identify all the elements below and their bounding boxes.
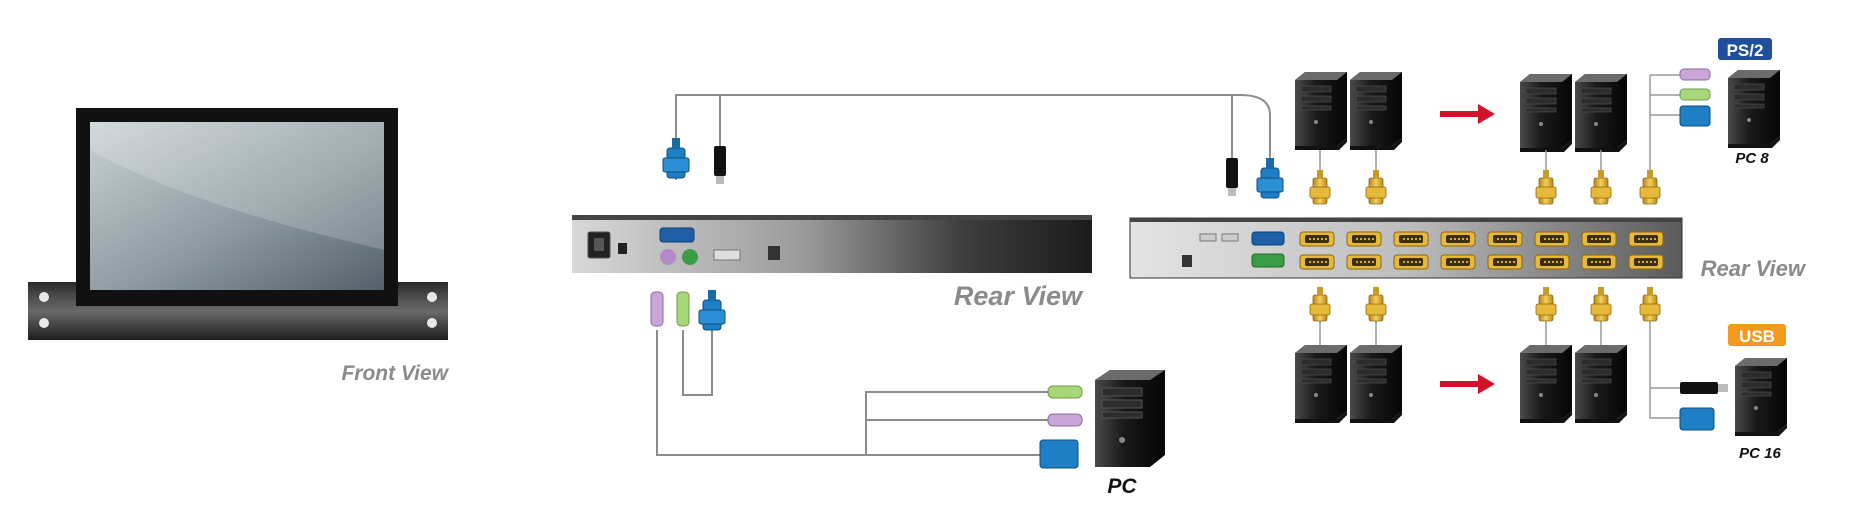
usb-connector-switch [1226,158,1238,196]
bottom-db-cables [1319,318,1680,419]
vga-connector-switch [1256,157,1284,199]
arrow-top [1440,104,1495,124]
console-pc-connectors [1039,385,1083,469]
kvm-rear-panel [572,215,1092,273]
front-view-caption: Front View [341,362,449,385]
console-pc-tower [1095,370,1165,467]
console-cables [656,94,1271,456]
pc16-badge-text: USB [1739,327,1775,346]
vga-connector-top [662,137,690,179]
ps2-keyboard-plug-kvm [650,291,664,327]
arrow-bottom [1440,374,1495,394]
front-view-monitor [28,108,448,340]
bottom-db-connectors [1309,286,1661,322]
pc8-label: PC 8 [1735,150,1769,167]
ps2-mouse-plug-kvm [676,291,690,327]
pc8-badge: PS/2 [1718,38,1772,60]
top-db-connectors [1309,169,1661,205]
pc16-usb-connectors [1679,382,1728,431]
vga-plug-kvm [698,289,726,331]
switch-rear-caption: Rear View [1701,256,1807,281]
pc8-ps2-connectors [1679,68,1711,127]
pc16-label: PC 16 [1739,445,1781,462]
kvm-rear-caption: Rear View [954,281,1084,311]
console-pc-label: PC [1107,475,1137,498]
pc16-badge: USB [1728,324,1786,346]
usb-connector-top [714,146,726,184]
pc8-badge-text: PS/2 [1727,41,1764,60]
